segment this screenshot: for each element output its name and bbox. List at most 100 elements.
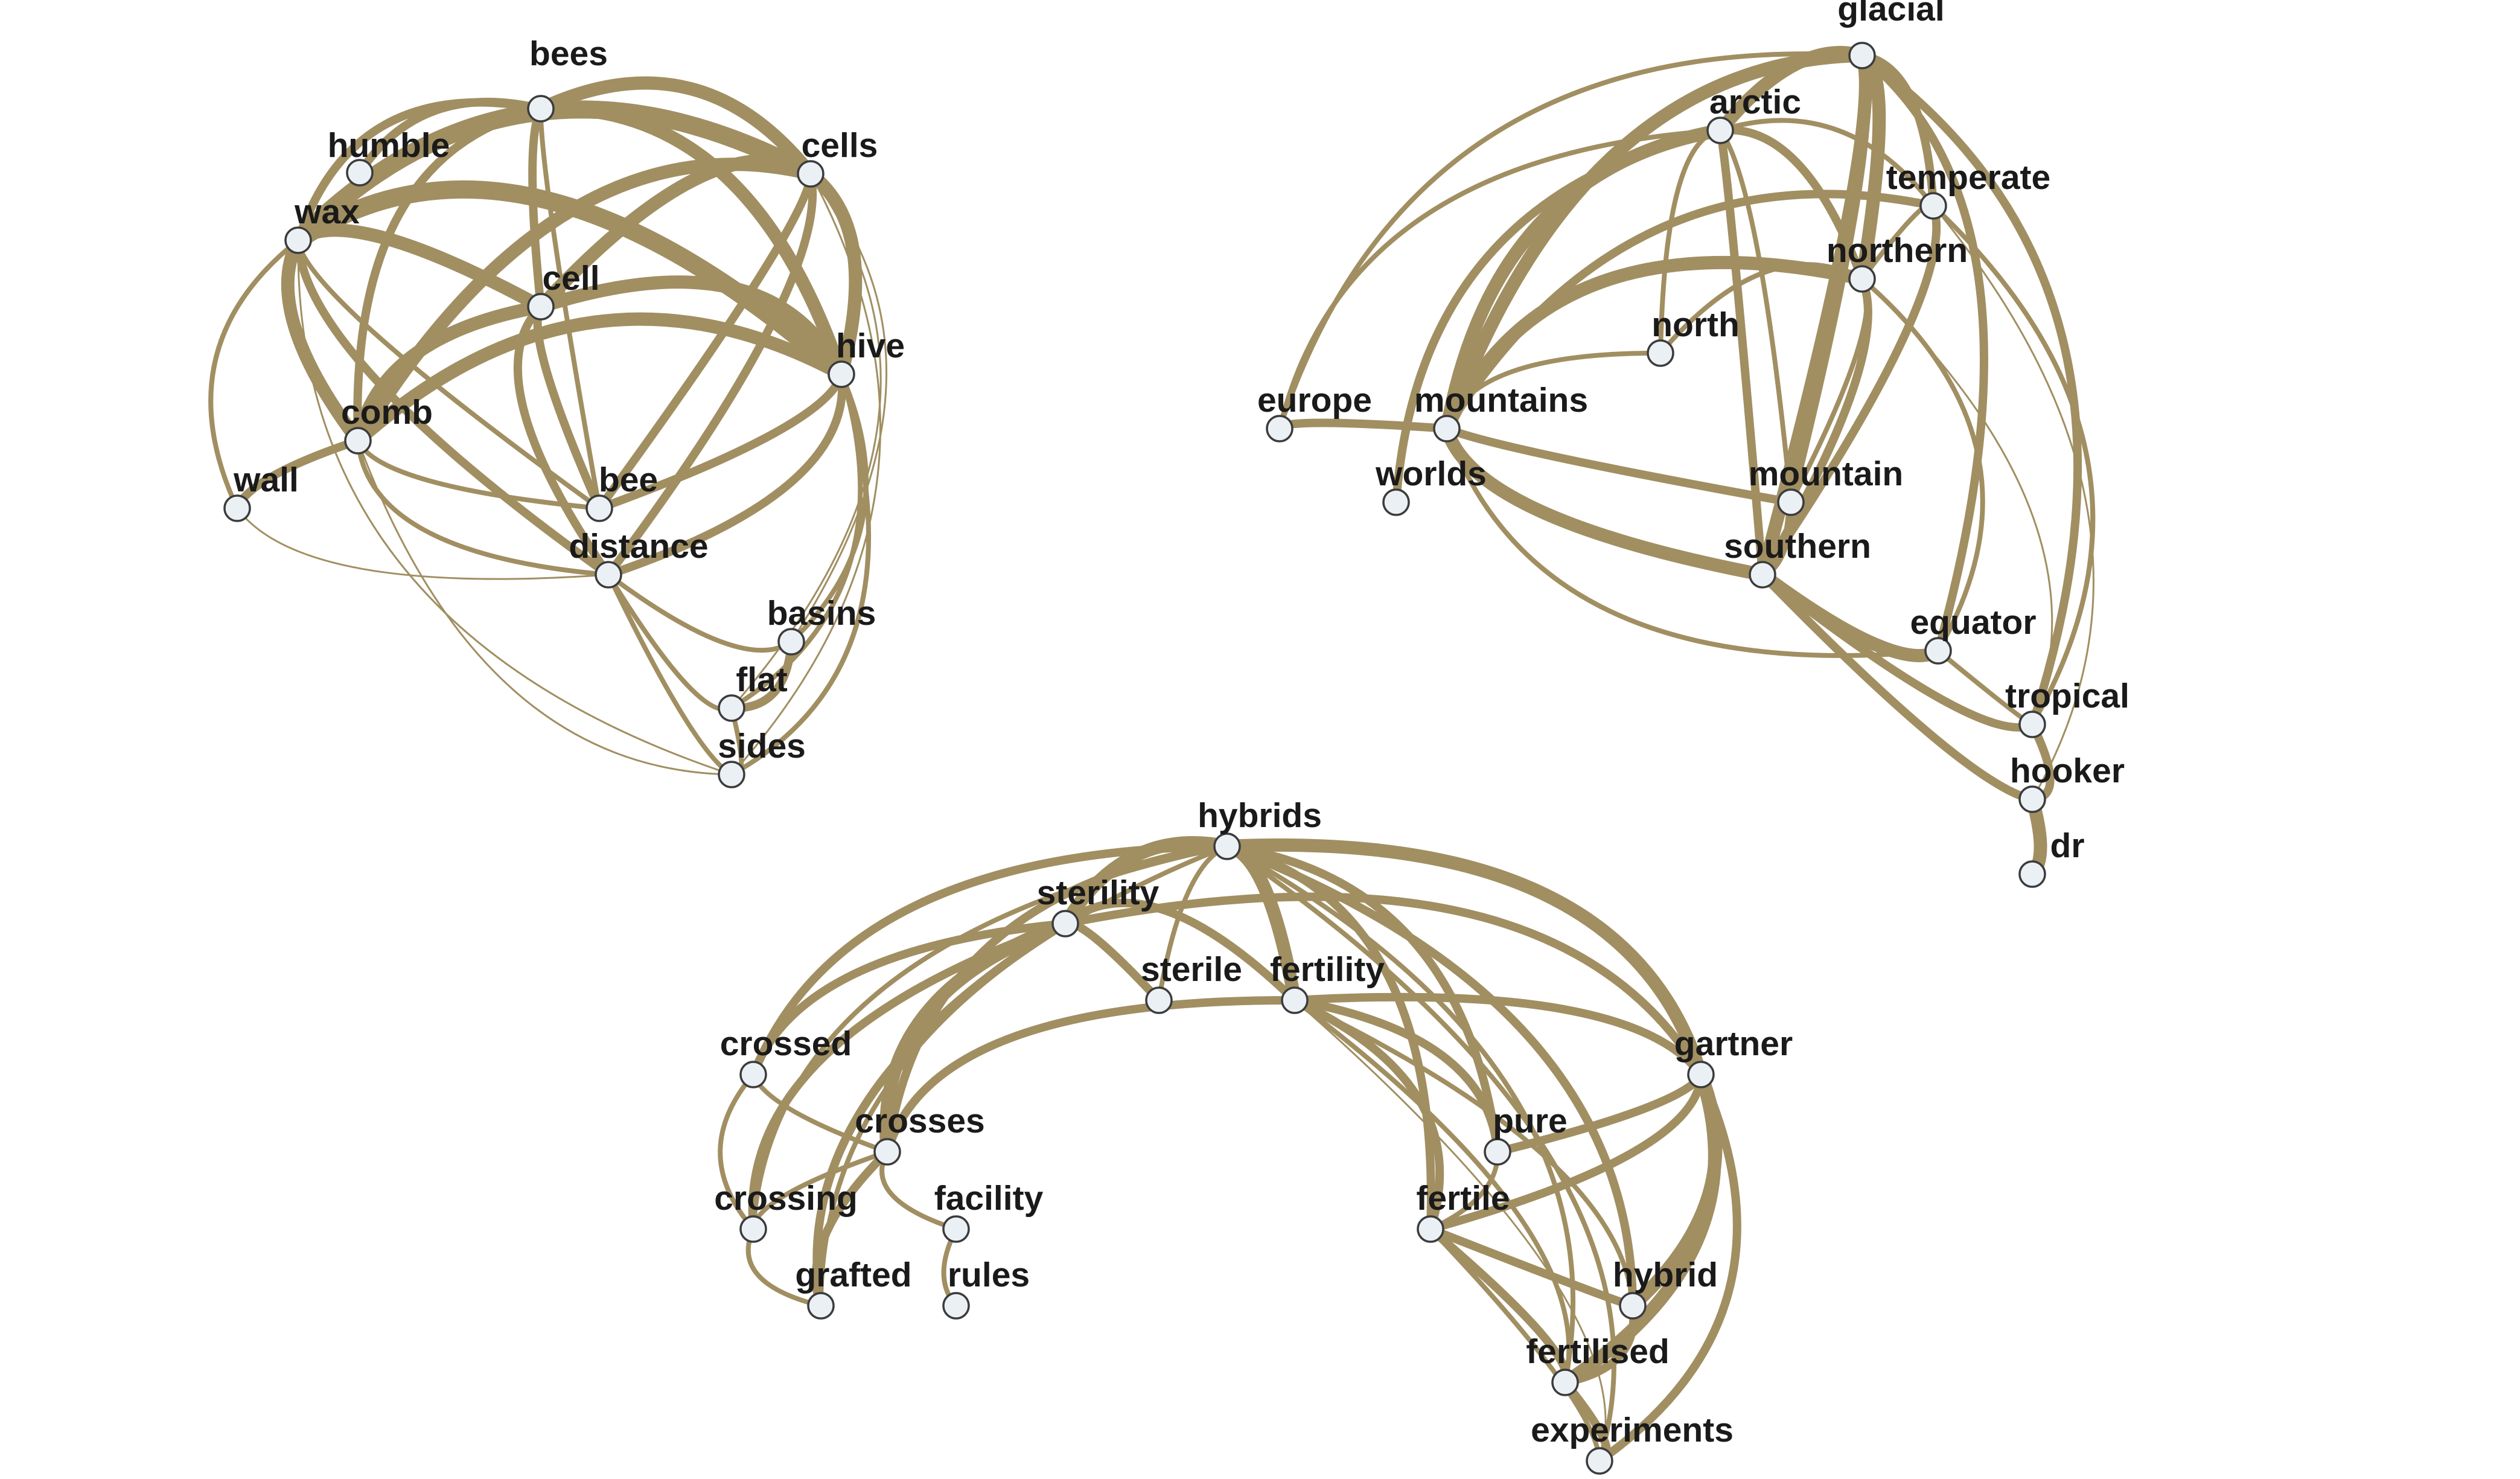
- node-wall: wall: [223, 461, 299, 522]
- node-label-northern: northern: [1826, 231, 1968, 270]
- node-label-sterility: sterility: [1037, 874, 1160, 912]
- node-sterility: sterility: [1037, 874, 1160, 938]
- edge-distance-sides: [606, 572, 734, 777]
- node-circle-europe: [1266, 415, 1293, 442]
- node-circle-hybrid: [1619, 1292, 1647, 1320]
- node-mountain: mountain: [1749, 455, 1903, 516]
- edge-sterility-gartner: [1061, 892, 1705, 1079]
- node-circle-crossed: [739, 1061, 767, 1088]
- edge-hive-comb: [351, 312, 848, 447]
- edge-hybrids-experiments: [1225, 844, 1616, 1463]
- edge-wax-comb: [281, 234, 365, 447]
- node-circle-glacial: [1848, 42, 1876, 69]
- node-tropical: tropical: [2005, 677, 2129, 738]
- node-label-wax: wax: [294, 193, 360, 231]
- node-label-tropical: tropical: [2005, 677, 2129, 715]
- edge-hybrids-fertilised: [1225, 844, 1575, 1385]
- node-label-comb: comb: [341, 393, 433, 432]
- edge-gartner-experiments: [1595, 1070, 1741, 1465]
- edge-temperate-southern: [1758, 202, 1941, 579]
- edge-hive-sides: [729, 372, 872, 777]
- node-grafted: grafted: [795, 1256, 912, 1320]
- edges-layer: [208, 45, 2096, 1465]
- node-label-fertile: fertile: [1416, 1179, 1510, 1218]
- node-arctic: arctic: [1706, 83, 1801, 144]
- node-europe: europe: [1257, 381, 1372, 442]
- node-circle-mountains: [1433, 415, 1461, 442]
- node-label-worlds: worlds: [1375, 455, 1487, 493]
- node-circle-arctic: [1706, 117, 1734, 144]
- edge-comb-bee: [356, 438, 602, 511]
- node-circle-worlds: [1382, 488, 1410, 516]
- edge-southern-hooker: [1758, 570, 2037, 803]
- node-circle-flat: [718, 694, 745, 722]
- edge-cells-basins: [790, 173, 888, 643]
- node-distance: distance: [569, 527, 709, 589]
- node-circle-comb: [344, 427, 372, 455]
- node-crosses: crosses: [855, 1102, 985, 1166]
- node-label-cells: cells: [802, 126, 878, 165]
- node-fertile: fertile: [1416, 1179, 1510, 1243]
- edge-sterility-crossing: [748, 919, 1070, 1233]
- node-circle-cells: [797, 160, 825, 188]
- node-hybrid: hybrid: [1613, 1256, 1718, 1320]
- node-label-gartner: gartner: [1674, 1024, 1793, 1063]
- edge-bees-cells: [534, 76, 817, 180]
- node-label-glacial: glacial: [1837, 0, 1944, 28]
- node-label-north: north: [1651, 305, 1740, 344]
- node-cell: cell: [527, 259, 600, 321]
- node-circle-basins: [777, 628, 805, 656]
- node-flat: flat: [718, 660, 788, 722]
- node-circle-humble: [346, 159, 374, 187]
- node-fertility: fertility: [1270, 950, 1385, 1014]
- edge-glacial-equator: [1858, 51, 1988, 655]
- edge-hive-basins: [789, 372, 869, 644]
- node-basins: basins: [767, 594, 876, 656]
- node-bee: bee: [585, 461, 658, 522]
- node-circle-temperate: [1919, 192, 1947, 220]
- node-label-crossing: crossing: [714, 1179, 858, 1218]
- node-label-cell: cell: [542, 259, 599, 298]
- edge-hybrids-crossed: [749, 842, 1231, 1079]
- edge-cell-hive: [534, 275, 848, 381]
- edge-arctic-europe: [1277, 128, 1723, 431]
- node-label-mountains: mountains: [1414, 381, 1588, 420]
- edge-fertile-hybrid: [1426, 1225, 1637, 1310]
- edge-hive-bee: [595, 370, 846, 513]
- node-circle-tropical: [2018, 711, 2046, 738]
- node-circle-grafted: [807, 1292, 835, 1320]
- node-circle-dr: [2018, 860, 2046, 888]
- node-label-hive: hive: [836, 327, 905, 365]
- node-circle-facility: [942, 1215, 970, 1243]
- edge-southern-tropical: [1758, 570, 2037, 732]
- edge-cells-flat: [730, 173, 882, 709]
- edge-mountains-mountain: [1443, 424, 1795, 506]
- node-label-crossed: crossed: [720, 1024, 852, 1063]
- edge-temperate-tropical: [1931, 203, 2096, 727]
- node-label-southern: southern: [1724, 527, 1871, 566]
- edge-wax-bee: [296, 238, 602, 511]
- edge-arctic-worlds: [1392, 126, 1724, 506]
- node-circle-hooker: [2018, 785, 2046, 813]
- node-circle-cell: [527, 293, 555, 321]
- node-label-europe: europe: [1257, 381, 1372, 420]
- node-label-sides: sides: [718, 727, 806, 765]
- edge-northern-tropical: [1861, 278, 2053, 726]
- node-circle-fertile: [1417, 1215, 1444, 1243]
- edge-wax-hive: [289, 180, 850, 383]
- edge-fertility-hybrid: [1292, 998, 1635, 1308]
- edge-arctic-mountain: [1718, 128, 1793, 505]
- node-sterile: sterile: [1141, 950, 1242, 1014]
- node-southern: southern: [1724, 527, 1871, 589]
- node-label-hooker: hooker: [2010, 752, 2125, 790]
- edge-hybrid-fertilised: [1561, 1302, 1638, 1387]
- node-label-equator: equator: [1910, 603, 2036, 642]
- node-dr: dr: [2018, 826, 2085, 888]
- edge-hybrids-gartner: [1220, 838, 1708, 1081]
- edge-cell-comb: [351, 300, 547, 447]
- node-circle-distance: [595, 561, 622, 589]
- node-hooker: hooker: [2010, 752, 2125, 813]
- node-circle-equator: [1924, 637, 1952, 665]
